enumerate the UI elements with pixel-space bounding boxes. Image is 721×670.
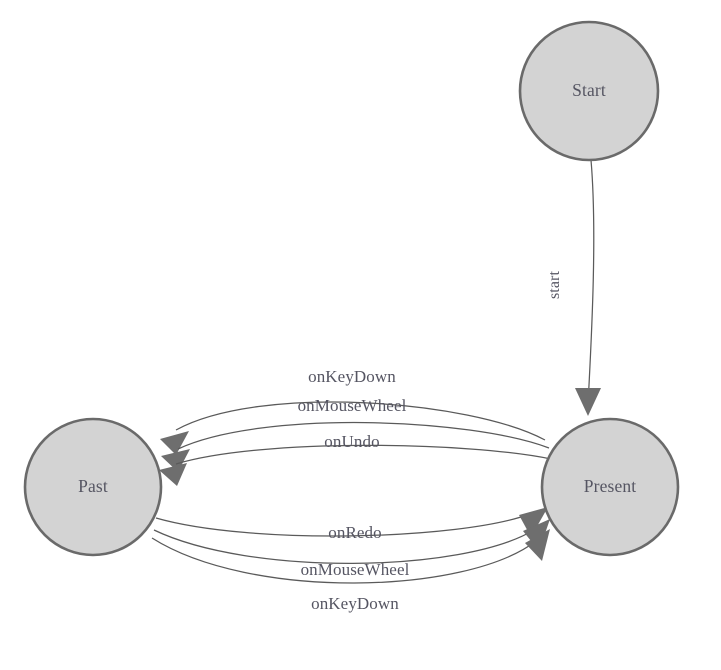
edge-e-present-past-2[interactable] [161, 421, 550, 472]
node-shape-past[interactable] [23, 417, 163, 557]
edge-line-e-present-past-3 [175, 444, 552, 465]
edge-label-e-past-present-1: onRedo [328, 523, 381, 542]
edges-layer [151, 159, 601, 584]
edge-e-past-present-1[interactable] [155, 507, 548, 537]
arrowhead-icon [523, 519, 550, 551]
edge-labels-layer: start onKeyDown onMouseWheel onUndo onRedo on… [298, 271, 563, 613]
edge-line-e-past-present-2 [153, 529, 535, 564]
node-shape-present[interactable] [540, 417, 680, 557]
edge-e-present-past-3[interactable] [159, 444, 552, 486]
arrowhead-icon [525, 529, 550, 561]
edge-line-e-start-present [587, 159, 595, 405]
edge-line-e-present-past-2 [177, 421, 550, 450]
node-start[interactable]: Start [518, 20, 660, 162]
arrowhead-icon [161, 449, 190, 472]
edge-line-e-past-present-1 [155, 513, 531, 537]
node-label-start: Start [572, 80, 606, 100]
edge-e-past-present-3[interactable] [151, 529, 550, 584]
edge-e-present-past-1[interactable] [160, 401, 546, 455]
arrowhead-icon [160, 431, 189, 455]
node-present[interactable]: Present [540, 417, 680, 557]
edge-e-past-present-2[interactable] [153, 519, 550, 564]
node-label-past: Past [78, 476, 108, 496]
edge-label-e-present-past-1: onKeyDown [308, 367, 396, 386]
edge-label-e-present-past-3: onUndo [324, 432, 379, 451]
edge-line-e-present-past-1 [175, 401, 546, 441]
edge-label-e-present-past-2: onMouseWheel [298, 396, 407, 415]
edge-label-e-past-present-2: onMouseWheel [301, 560, 410, 579]
arrowhead-icon [575, 388, 601, 416]
edge-label-e-past-present-3: onKeyDown [311, 594, 399, 613]
arrowhead-icon [159, 463, 187, 486]
edge-e-start-present[interactable] [575, 159, 601, 416]
edge-line-e-past-present-3 [151, 537, 537, 584]
node-label-present: Present [584, 476, 637, 496]
node-past[interactable]: Past [23, 417, 163, 557]
node-shape-start[interactable] [518, 20, 660, 162]
arrowhead-icon [519, 507, 548, 537]
edge-label-e-start-present: start [546, 271, 563, 300]
